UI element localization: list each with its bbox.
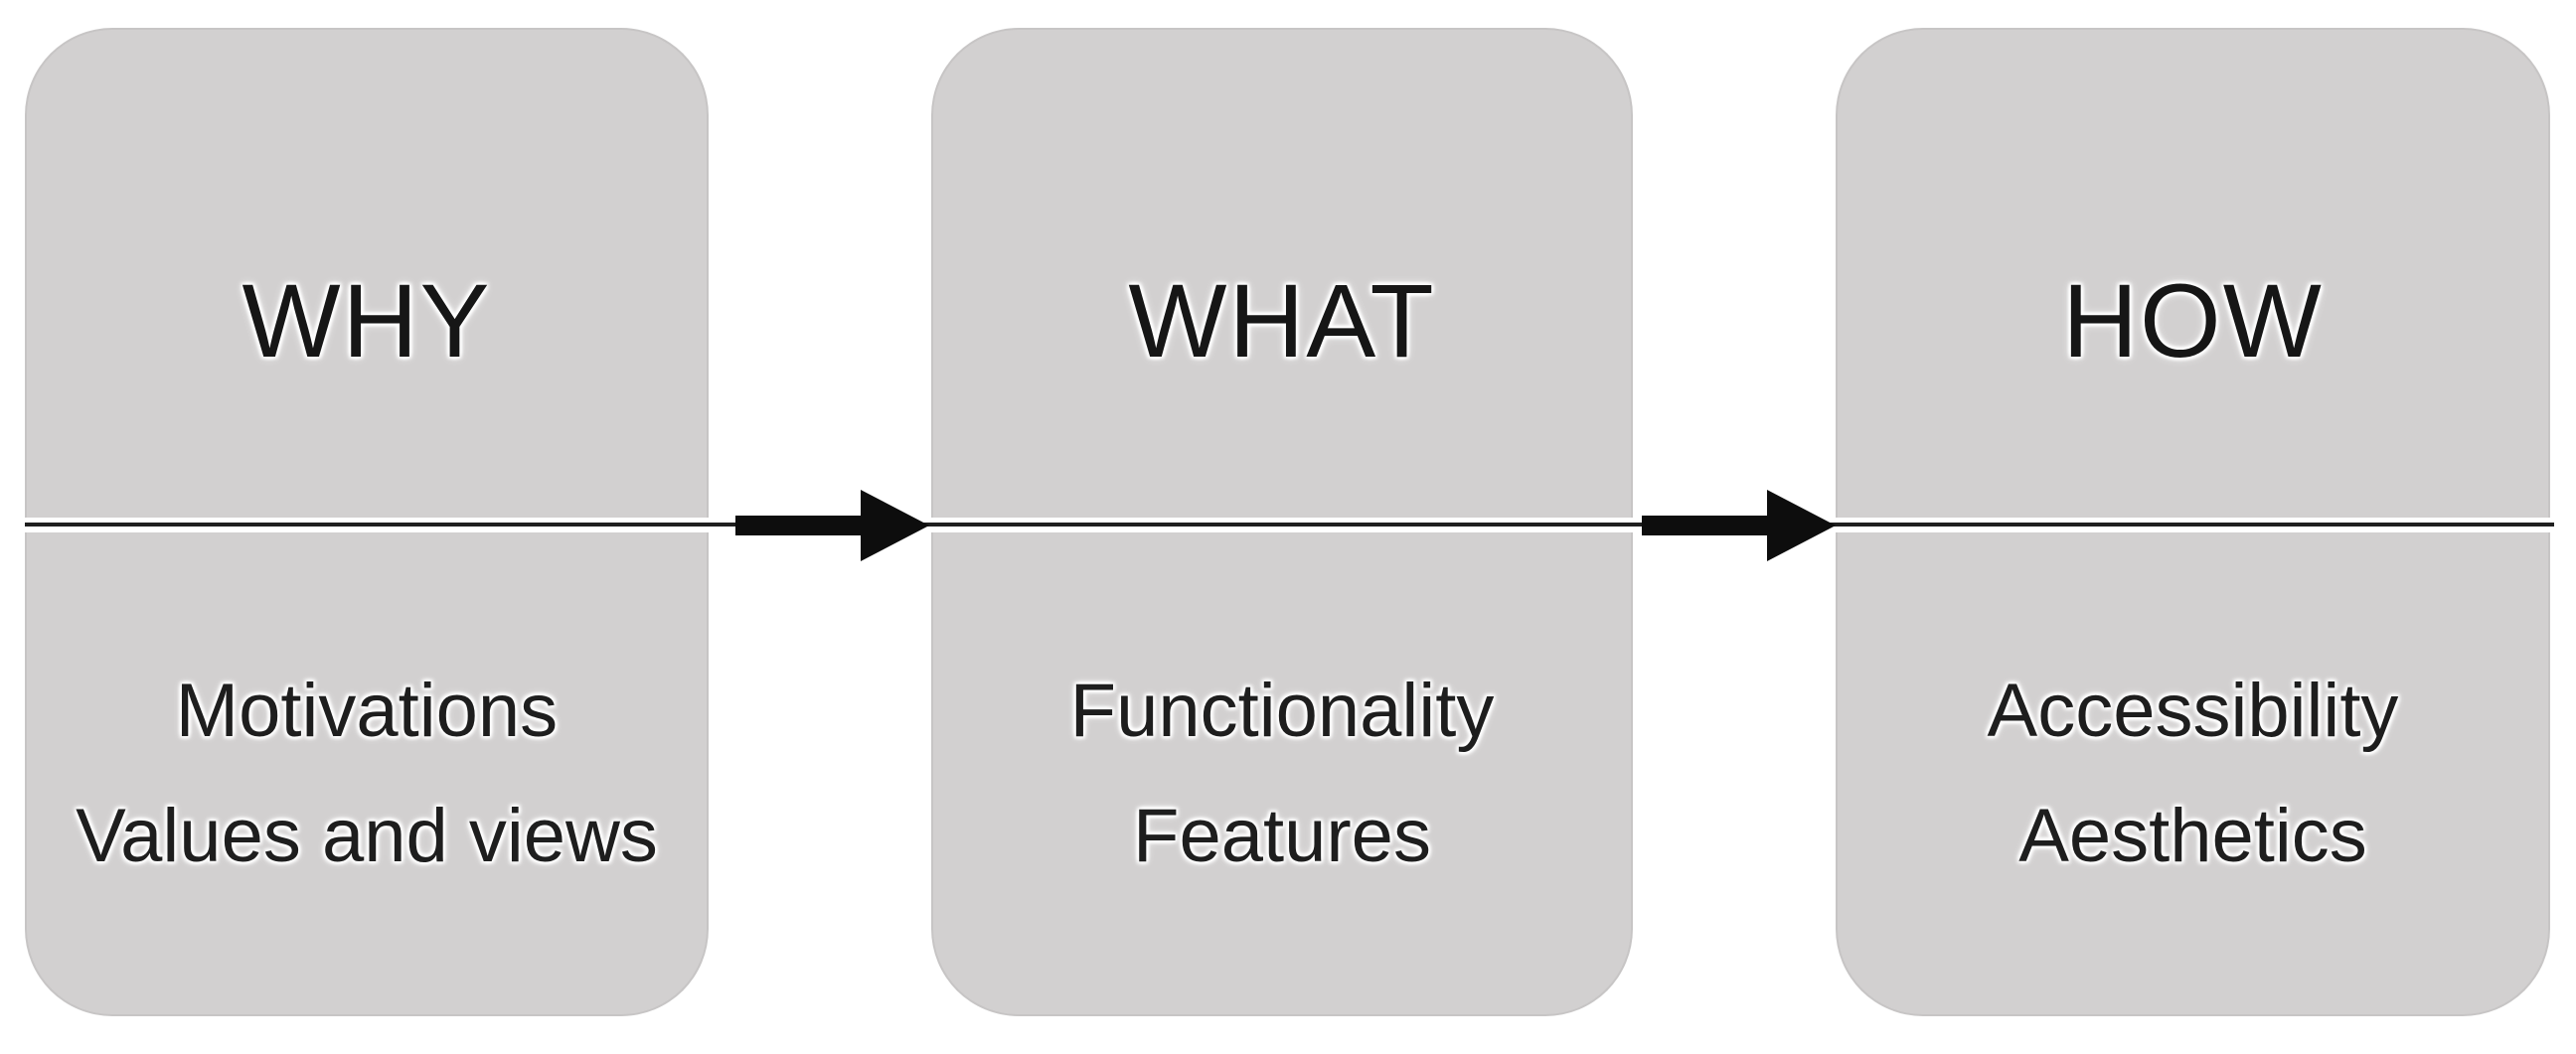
- card-what-title: WHAT: [1128, 262, 1436, 379]
- card-why-top-section: WHY: [25, 28, 709, 518]
- right-arrow-icon: [1642, 490, 1836, 561]
- horizontal-divider-line: [25, 523, 2554, 527]
- card-why-bottom-section: Motivations Values and views: [25, 532, 709, 1016]
- card-why-detail-line: Values and views: [76, 793, 658, 878]
- card-what-top-section: WHAT: [931, 28, 1633, 518]
- card-what-bottom-section: Functionality Features: [931, 532, 1633, 1016]
- card-what: WHAT Functionality Features: [931, 28, 1633, 1016]
- card-what-detail-line: Functionality: [1069, 668, 1495, 753]
- card-how-detail-line: Accessibility: [1987, 668, 2399, 753]
- card-how-detail-line: Aesthetics: [2018, 793, 2367, 878]
- card-how-bottom-section: Accessibility Aesthetics: [1836, 532, 2550, 1016]
- card-how-title: HOW: [2062, 262, 2324, 379]
- card-how: HOW Accessibility Aesthetics: [1836, 28, 2550, 1016]
- card-why-detail-line: Motivations: [175, 668, 559, 753]
- card-why: WHY Motivations Values and views: [25, 28, 709, 1016]
- card-why-title: WHY: [242, 262, 492, 379]
- card-how-top-section: HOW: [1836, 28, 2550, 518]
- card-what-detail-line: Features: [1133, 793, 1431, 878]
- right-arrow-icon: [735, 490, 929, 561]
